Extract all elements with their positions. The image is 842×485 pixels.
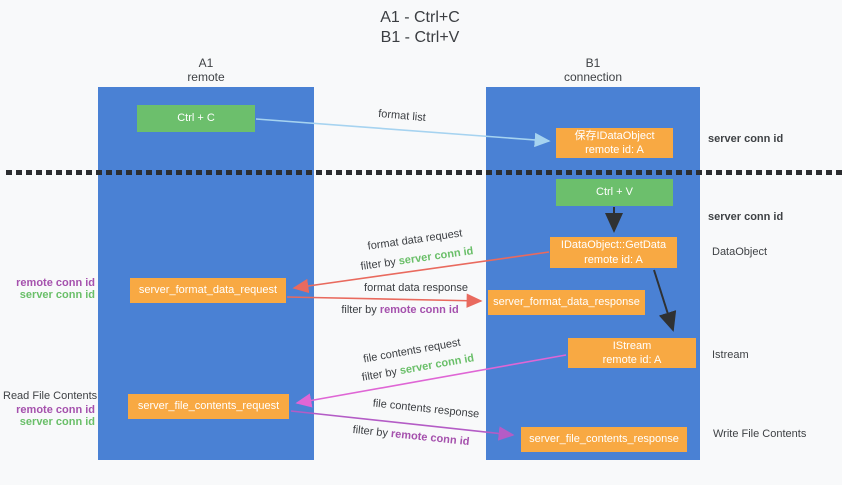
- side-label-dataobject: DataObject: [712, 246, 768, 258]
- format-data-response-text: format data response: [364, 282, 468, 294]
- arrow-file-contents-response: [290, 410, 515, 441]
- node-ctrl-v: Ctrl + V: [556, 179, 673, 206]
- lane-a1-header: A1 remote: [136, 56, 276, 85]
- arrow-file-contents-request: [295, 354, 567, 408]
- edge-label-format-data-response: format data response: [341, 282, 491, 294]
- edge-label-filter-remote-1: filter by remote conn id: [315, 304, 485, 316]
- side-label-server-conn-id-mid: server conn id: [708, 211, 784, 223]
- side-label-write-file-contents: Write File Contents: [713, 428, 807, 440]
- remote-conn-id-text: remote conn id: [379, 304, 459, 316]
- lane-b1-subtitle: connection: [563, 70, 623, 85]
- node-server-file-contents-response-label: server_file_contents_response: [529, 433, 679, 446]
- arrow-format-data-request: [292, 251, 550, 294]
- lane-b1-header: B1 connection: [523, 56, 663, 85]
- side-label-remote-conn-id: remote conn id: [16, 404, 95, 416]
- side-label-remote-conn-id: remote conn id: [16, 277, 95, 289]
- arrow-format-data-response: [286, 293, 483, 308]
- node-ctrl-c: Ctrl + C: [137, 105, 255, 132]
- node-server-format-data-request-label: server_format_data_request: [138, 284, 278, 297]
- node-server-format-data-response: server_format_data_response: [488, 290, 645, 315]
- node-server-file-contents-response: server_file_contents_response: [521, 427, 687, 452]
- node-server-format-data-response-label: server_format_data_response: [493, 296, 640, 309]
- side-label-server-conn-id-top: server conn id: [708, 133, 784, 145]
- node-save-idataobject: 保存IDataObject remote id: A: [556, 128, 673, 158]
- node-server-format-data-request: server_format_data_request: [130, 278, 286, 303]
- lane-b1-name: B1: [585, 56, 601, 70]
- arrow-getdata-to-istream: [653, 269, 677, 332]
- arrow-format-list: [255, 118, 551, 148]
- side-label-conn-ids-file: remote conn id server conn id: [5, 404, 95, 428]
- side-label-conn-ids-format: remote conn id server conn id: [5, 277, 95, 301]
- side-label-istream: Istream: [712, 349, 749, 361]
- node-istream-line2: remote id: A: [602, 354, 662, 366]
- node-ctrl-c-label: Ctrl + C: [177, 112, 215, 125]
- side-label-server-conn-id: server conn id: [19, 289, 95, 301]
- title-line-1: A1 - Ctrl+C: [380, 9, 460, 26]
- node-istream-line1: IStream: [612, 339, 652, 352]
- node-istream: IStream remote id: A: [568, 338, 696, 368]
- lane-a1-name: A1: [198, 56, 214, 70]
- machine-boundary-dotted-line: [6, 170, 842, 175]
- node-save-idataobject-line1: 保存IDataObject: [574, 129, 655, 142]
- node-idataobject-getdata-line1: IDataObject::GetData: [560, 239, 667, 252]
- diagram-title: A1 - Ctrl+C B1 - Ctrl+V: [320, 8, 520, 48]
- node-server-file-contents-request-label: server_file_contents_request: [137, 400, 280, 413]
- node-idataobject-getdata-line2: remote id: A: [584, 253, 643, 266]
- node-ctrl-v-label: Ctrl + V: [596, 186, 633, 199]
- lane-a1-subtitle: remote: [187, 70, 225, 85]
- side-label-server-conn-id: server conn id: [19, 416, 95, 428]
- title-line-2: B1 - Ctrl+V: [380, 29, 460, 46]
- node-save-idataobject-line2: remote id: A: [585, 144, 644, 156]
- filter-by-text: filter by: [341, 304, 380, 316]
- side-label-read-file-contents: Read File Contents: [3, 390, 98, 402]
- node-idataobject-getdata: IDataObject::GetData remote id: A: [550, 237, 677, 268]
- node-server-file-contents-request: server_file_contents_request: [128, 394, 289, 419]
